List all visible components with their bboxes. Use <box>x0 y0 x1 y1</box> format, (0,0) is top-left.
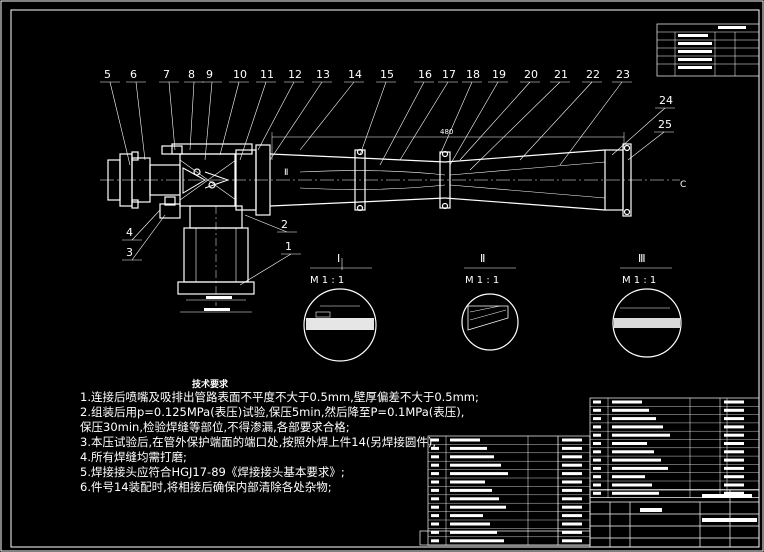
section-c-label: C <box>680 180 686 190</box>
callout-label: 21 <box>554 68 568 81</box>
callout-label: 13 <box>316 68 330 81</box>
requirement-line: 1.连接后喷嘴及吸排出管路表面不平度不大于0.5mm,壁厚偏差不大于0.5mm; <box>80 390 479 404</box>
callout-label: 11 <box>260 68 274 81</box>
signature-strip <box>419 530 591 546</box>
detail-2: Ⅱ M 1 : 1 <box>461 252 519 351</box>
callout-label: 18 <box>466 68 480 81</box>
callout-label: 12 <box>288 68 302 81</box>
detail-3-roman: Ⅲ <box>638 252 646 265</box>
suction-pipe <box>177 205 255 306</box>
callout-label: 24 <box>659 94 673 107</box>
title-block <box>589 489 760 548</box>
detail-3-scale: M 1 : 1 <box>622 275 656 286</box>
detail-3: Ⅲ M 1 : 1 <box>612 252 682 358</box>
parts-list-right <box>589 397 760 498</box>
requirement-line: 3.本压试验后,在管外保护端面的端口处,按照外焊上件14(另焊接圆件); <box>80 435 437 449</box>
requirement-line: 2.组装后用p=0.125MPa(表压)试验,保压5min,然后降至P=0.1M… <box>80 405 465 419</box>
detail-1-roman: Ⅰ <box>337 252 340 265</box>
callout-label: 5 <box>104 68 111 81</box>
detail-2-scale: M 1 : 1 <box>465 275 499 286</box>
requirements-title: 技术要求 <box>192 380 229 390</box>
mixing-head <box>107 143 271 219</box>
callout-label: 25 <box>658 118 672 131</box>
callout-label: 22 <box>586 68 600 81</box>
dimension-480-label: 480 <box>440 128 453 136</box>
detail-marker-ii: Ⅱ <box>284 168 288 178</box>
callout-label: 10 <box>233 68 247 81</box>
callout-label: 15 <box>380 68 394 81</box>
callout-label: 4 <box>126 226 133 239</box>
requirement-line: 4.所有焊缝均需打磨; <box>80 450 187 464</box>
requirement-line: 保压30min,检验焊缝等部位,不得渗漏,各部要求合格; <box>80 420 350 434</box>
suction-dimension <box>180 296 252 313</box>
callout-label: 20 <box>524 68 538 81</box>
revision-table <box>656 23 760 77</box>
detail-1: Ⅰ M 1 : 1 <box>303 252 377 362</box>
callout-label: 1 <box>285 240 292 253</box>
dimension-480: 480 <box>271 128 625 160</box>
requirement-line: 6.件号14装配时,将相接后确保内部清除各处杂物; <box>80 480 332 494</box>
detail-2-roman: Ⅱ <box>480 252 485 265</box>
callout-label: 6 <box>130 68 137 81</box>
parts-list-middle <box>427 435 591 546</box>
callout-label: 17 <box>442 68 456 81</box>
callout-label: 7 <box>163 68 170 81</box>
detail-1-scale: M 1 : 1 <box>310 275 344 286</box>
detail-views: Ⅰ M 1 : 1 Ⅱ M 1 : 1 Ⅲ M 1 : 1 <box>303 252 682 362</box>
callout-label: 16 <box>418 68 432 81</box>
callout-label: 8 <box>188 68 195 81</box>
diffuser-body <box>269 143 632 217</box>
callout-label: 9 <box>206 68 213 81</box>
callout-label: 2 <box>281 218 288 231</box>
callout-label: 3 <box>126 246 133 259</box>
requirement-line: 5.焊接接头应符合HGJ17-89《焊接接头基本要求》; <box>80 465 345 479</box>
callout-label: 19 <box>492 68 506 81</box>
inner-border <box>10 9 760 548</box>
callout-label: 14 <box>348 68 362 81</box>
callout-label: 23 <box>616 68 630 81</box>
